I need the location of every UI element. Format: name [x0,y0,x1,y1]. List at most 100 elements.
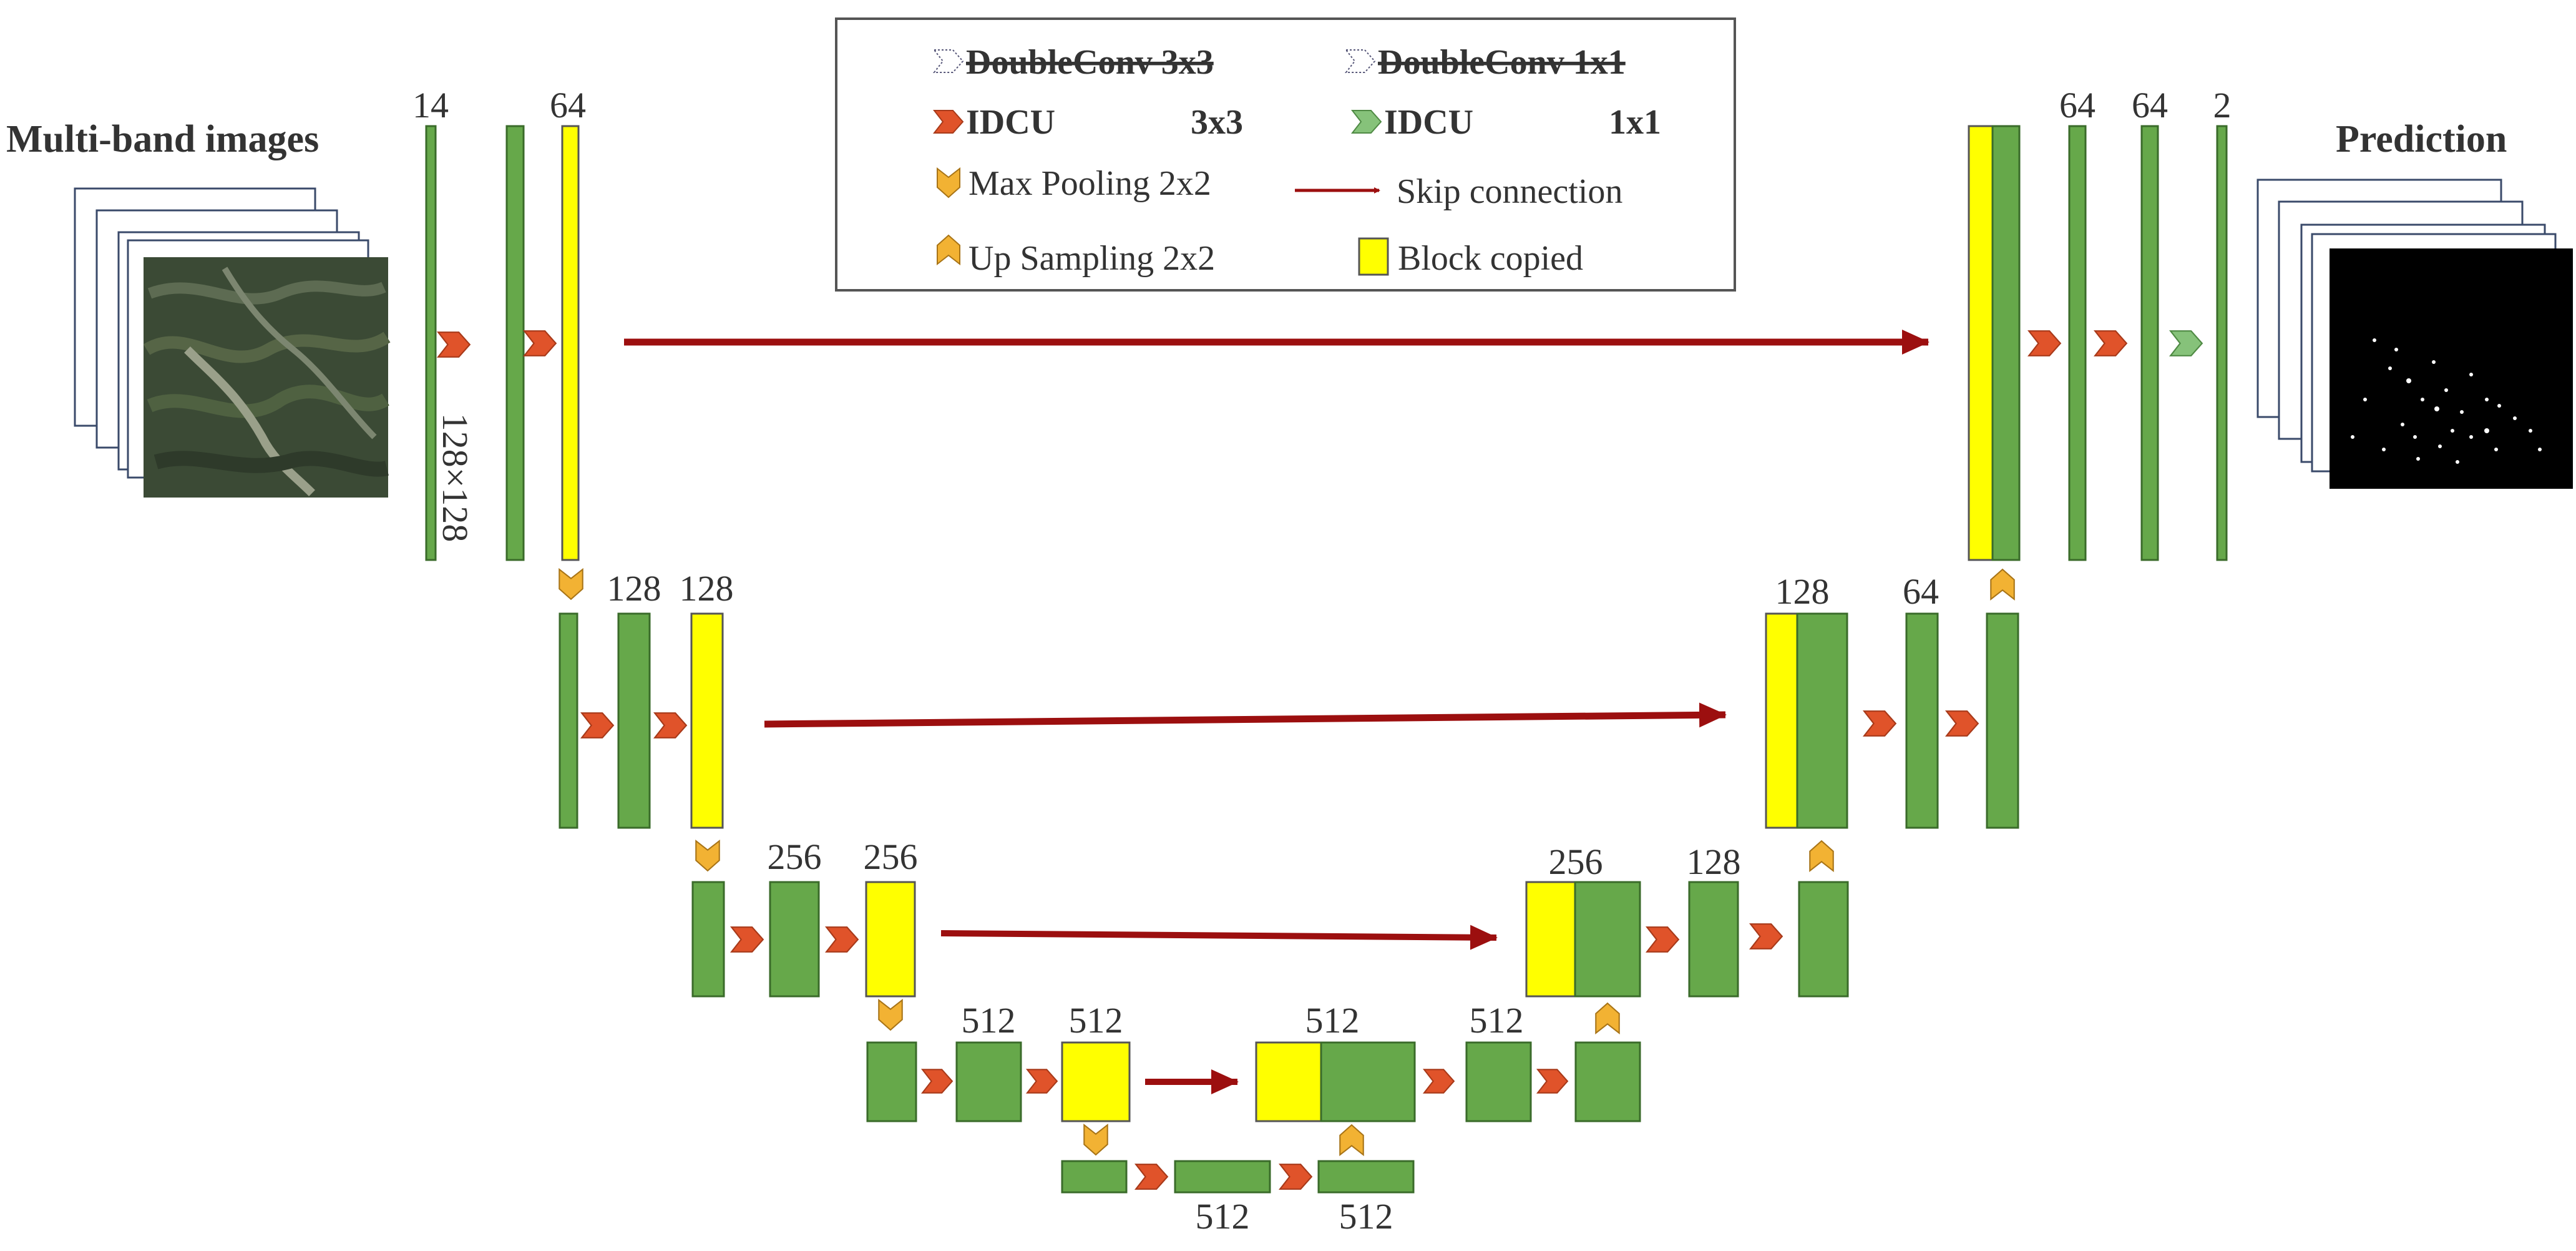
feature-block [866,1041,917,1122]
legend-double-conv-1x1: DoubleConv 1x1 [1378,43,1626,82]
channel-label: 64 [2059,85,2095,125]
channel-label: 2 [2213,85,2232,125]
satellite-image [143,257,391,498]
output-prediction: Prediction [2256,118,2573,489]
copied-block [561,125,580,561]
channel-label: 512 [962,1000,1016,1041]
feature-block [955,1041,1022,1122]
copied-block [690,612,724,829]
feature-block [425,125,437,561]
feature-block [1317,1160,1415,1194]
idcu-arrow-icon [1027,1069,1058,1094]
channel-label: 512 [1069,1000,1123,1041]
encoder-level-1: 14 64 128×128 [412,85,586,600]
copied-block [1061,1041,1131,1122]
copied-block [1765,612,1798,829]
max-pooling-icon [695,840,720,871]
up-sampling-icon [1339,1124,1364,1155]
feature-block [2216,125,2228,561]
up-sampling-icon [1990,569,2015,600]
legend: DoubleConv 3x3 DoubleConv 1x1 IDCU 3x3 I… [835,17,1736,292]
legend-max-pooling: Max Pooling 2x2 [968,164,1211,203]
copied-block [1525,881,1576,998]
channel-label: 256 [768,836,822,877]
channel-label: 64 [550,85,586,125]
up-sampling-icon [1809,840,1834,871]
feature-block [1688,881,1739,998]
feature-block [691,881,725,998]
decoder-level-2: 128 64 [1765,569,2019,829]
feature-block [617,612,651,829]
feature-block [1986,612,2019,829]
idcu-arrow-icon [524,330,557,356]
channel-label: 256 [864,836,918,877]
skip-connection-level-2 [764,702,1727,728]
decoder-level-4: 512 512 [1255,1000,1641,1122]
feature-block [1796,612,1848,829]
max-pooling-icon [1083,1124,1108,1155]
feature-block [1174,1160,1271,1194]
idcu-arrow-icon [1423,1069,1455,1094]
channel-label: 128 [680,568,734,609]
idcu-arrow-icon [654,712,687,738]
idcu-1x1-arrow-icon [2170,330,2203,356]
channel-label: 256 [1549,841,1603,882]
prediction-mask [2330,248,2573,489]
feature-block [2068,125,2087,561]
input-size-label: 128×128 [435,413,476,542]
decoder-level-3: 256 128 [1525,840,1849,998]
channel-label: 128 [1687,841,1741,882]
legend-double-conv-3x3: DoubleConv 3x3 [966,43,1214,82]
legend-idcu-3x3-size: 3x3 [1191,103,1243,142]
bottleneck: 512 512 [1061,1124,1415,1237]
idcu-arrow-icon [2094,330,2127,356]
copied-block [1255,1041,1322,1122]
idcu-arrow-icon [1863,710,1896,737]
idcu-arrow-icon [731,926,764,953]
legend-up-sampling: Up Sampling 2x2 [968,239,1215,278]
idcu-arrow-icon [922,1069,953,1094]
feature-block [1061,1160,1128,1194]
idcu-arrow-icon [1135,1164,1168,1190]
input-images: Multi-band images [6,118,391,498]
feature-block [769,881,820,998]
legend-block-copied: Block copied [1398,239,1583,278]
channel-label: 64 [1903,571,1939,612]
feature-block [1905,612,1939,829]
legend-skip-connection: Skip connection [1397,172,1622,211]
feature-block [559,612,578,829]
channel-label: 128 [1775,571,1830,612]
feature-block [1465,1041,1532,1122]
idcu-arrow-icon [1279,1164,1312,1190]
skip-connection-level-3 [940,925,1498,950]
encoder-level-3: 256 256 [691,836,918,1031]
skip-connections [624,330,1930,1094]
encoder-level-4: 512 512 [866,1000,1131,1155]
idcu-arrow-icon [581,712,614,738]
channel-label: 512 [1196,1196,1250,1237]
channel-label: 128 [607,568,661,609]
idcu-arrow-icon [1750,923,1783,949]
idcu-arrow-icon [1646,926,1679,953]
legend-idcu-1x1-size: 1x1 [1609,103,1661,142]
max-pooling-icon [878,999,903,1031]
decoder-level-1: 64 64 2 [1968,85,2232,561]
legend-idcu-1x1-name: IDCU [1384,103,1473,142]
idcu-arrow-icon [826,926,859,953]
channel-label: 512 [1305,1000,1360,1041]
feature-block [1574,1041,1641,1122]
channel-label: 14 [412,85,449,125]
feature-block [2140,125,2159,561]
encoder-level-2: 128 128 [559,568,734,871]
up-sampling-icon [1595,1003,1620,1034]
legend-box [835,17,1736,292]
feature-block [1991,125,2021,561]
idcu-arrow-icon [1946,710,1979,737]
channel-label: 64 [2132,85,2168,125]
copied-block [1968,125,1994,561]
copied-block [865,881,916,998]
channel-label: 512 [1339,1196,1393,1237]
idcu-arrow-icon [1537,1069,1568,1094]
input-title: Multi-band images [6,118,319,160]
